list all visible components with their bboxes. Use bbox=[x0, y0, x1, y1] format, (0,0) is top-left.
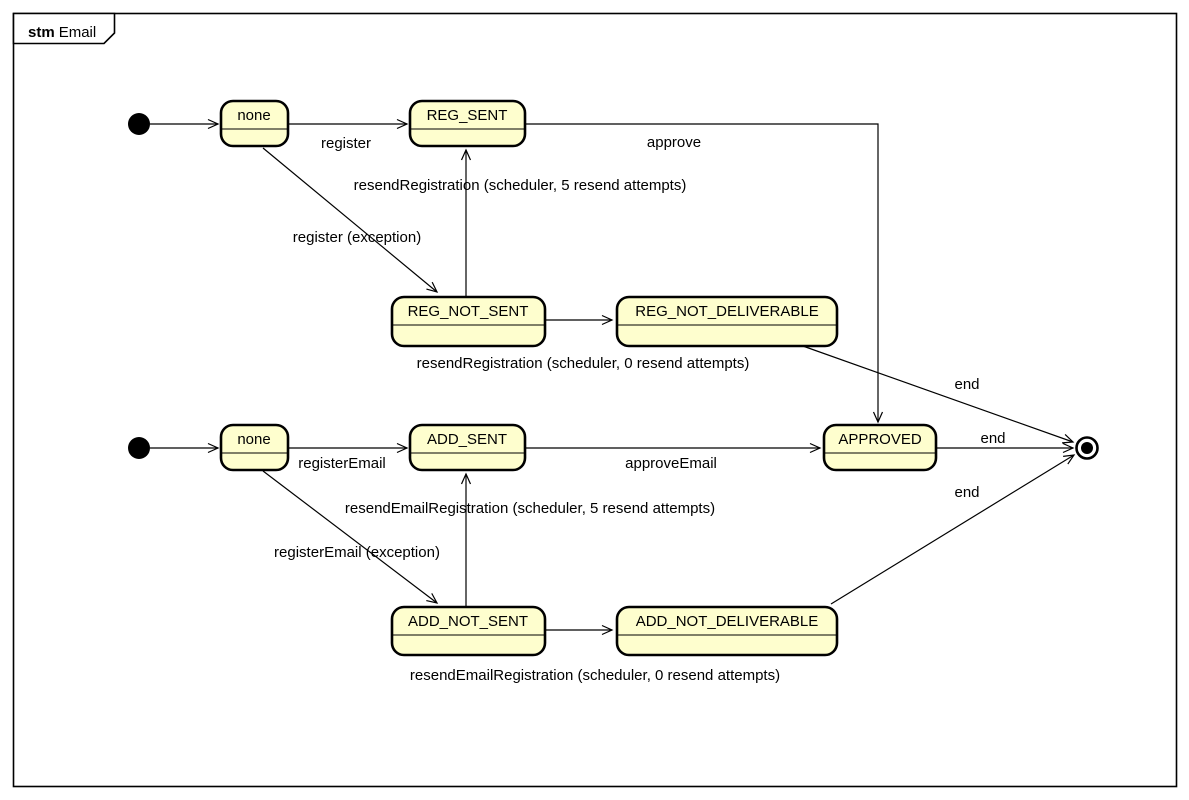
label-approve-email: approveEmail bbox=[625, 455, 717, 472]
label-end-approved: end bbox=[980, 430, 1005, 447]
states: none REG_SENT REG_NOT_SENT REG_NOT_DELIV… bbox=[219, 99, 938, 657]
state-reg-not-deliverable-label: REG_NOT_DELIVERABLE bbox=[635, 303, 818, 320]
state-reg-sent: REG_SENT bbox=[408, 99, 527, 148]
label-register: register bbox=[321, 135, 371, 152]
state-add-not-sent-box bbox=[390, 605, 547, 657]
state-add-sent-box bbox=[408, 423, 527, 472]
transition-end-add-not-deliverable bbox=[830, 454, 1076, 605]
transition-approve bbox=[525, 123, 884, 424]
state-reg-not-sent-label: REG_NOT_SENT bbox=[408, 303, 529, 320]
state-none-add-label: none bbox=[237, 431, 270, 448]
state-reg-not-deliverable: REG_NOT_DELIVERABLE bbox=[615, 295, 839, 348]
state-none-add: none bbox=[219, 423, 290, 472]
label-register-email-exception: registerEmail (exception) bbox=[274, 544, 440, 561]
state-reg-sent-box bbox=[408, 99, 527, 148]
state-approved-label: APPROVED bbox=[838, 431, 922, 448]
initial-state-add bbox=[128, 437, 150, 459]
transition-end-reg-not-deliverable bbox=[799, 344, 1075, 444]
label-resend-registration-0: resendRegistration (scheduler, 0 resend … bbox=[417, 355, 750, 372]
state-none-add-box bbox=[219, 423, 290, 472]
label-approve: approve bbox=[647, 134, 701, 151]
transitions bbox=[150, 118, 1076, 636]
final-state bbox=[1075, 436, 1099, 460]
state-add-sent: ADD_SENT bbox=[408, 423, 527, 472]
label-resend-email-registration-0: resendEmailRegistration (scheduler, 0 re… bbox=[410, 667, 780, 684]
state-approved: APPROVED bbox=[822, 423, 938, 472]
state-none-reg-label: none bbox=[237, 107, 270, 124]
frame-keyword: stm bbox=[28, 24, 55, 41]
frame-name: Email bbox=[59, 24, 97, 41]
state-add-not-deliverable: ADD_NOT_DELIVERABLE bbox=[615, 605, 839, 657]
frame-title-tab bbox=[12, 12, 116, 45]
label-end-reg-not-deliverable: end bbox=[954, 376, 979, 393]
state-add-not-sent-label: ADD_NOT_SENT bbox=[408, 613, 528, 630]
state-reg-not-deliverable-box bbox=[615, 295, 839, 348]
label-resend-registration-5: resendRegistration (scheduler, 5 resend … bbox=[354, 177, 687, 194]
state-add-not-deliverable-label: ADD_NOT_DELIVERABLE bbox=[636, 613, 819, 630]
label-register-email: registerEmail bbox=[298, 455, 386, 472]
state-none-reg: none bbox=[219, 99, 290, 148]
pseudo-states bbox=[128, 113, 1099, 460]
state-reg-not-sent-box bbox=[390, 295, 547, 348]
state-approved-box bbox=[822, 423, 938, 472]
state-add-not-deliverable-box bbox=[615, 605, 839, 657]
state-reg-sent-label: REG_SENT bbox=[427, 107, 508, 124]
transition-labels: register approve resendRegistration (sch… bbox=[274, 134, 1005, 684]
frame-border bbox=[12, 12, 1178, 788]
initial-state-reg bbox=[128, 113, 150, 135]
transition-register-exception bbox=[262, 147, 439, 293]
state-add-not-sent: ADD_NOT_SENT bbox=[390, 605, 547, 657]
state-add-sent-label: ADD_SENT bbox=[427, 431, 507, 448]
label-register-exception: register (exception) bbox=[293, 229, 421, 246]
state-none-reg-box bbox=[219, 99, 290, 148]
state-reg-not-sent: REG_NOT_SENT bbox=[390, 295, 547, 348]
final-state-inner-dot bbox=[1081, 442, 1093, 454]
transition-register-email-exception bbox=[262, 470, 439, 604]
label-resend-email-registration-5: resendEmailRegistration (scheduler, 5 re… bbox=[345, 500, 715, 517]
label-end-add-not-deliverable: end bbox=[954, 484, 979, 501]
